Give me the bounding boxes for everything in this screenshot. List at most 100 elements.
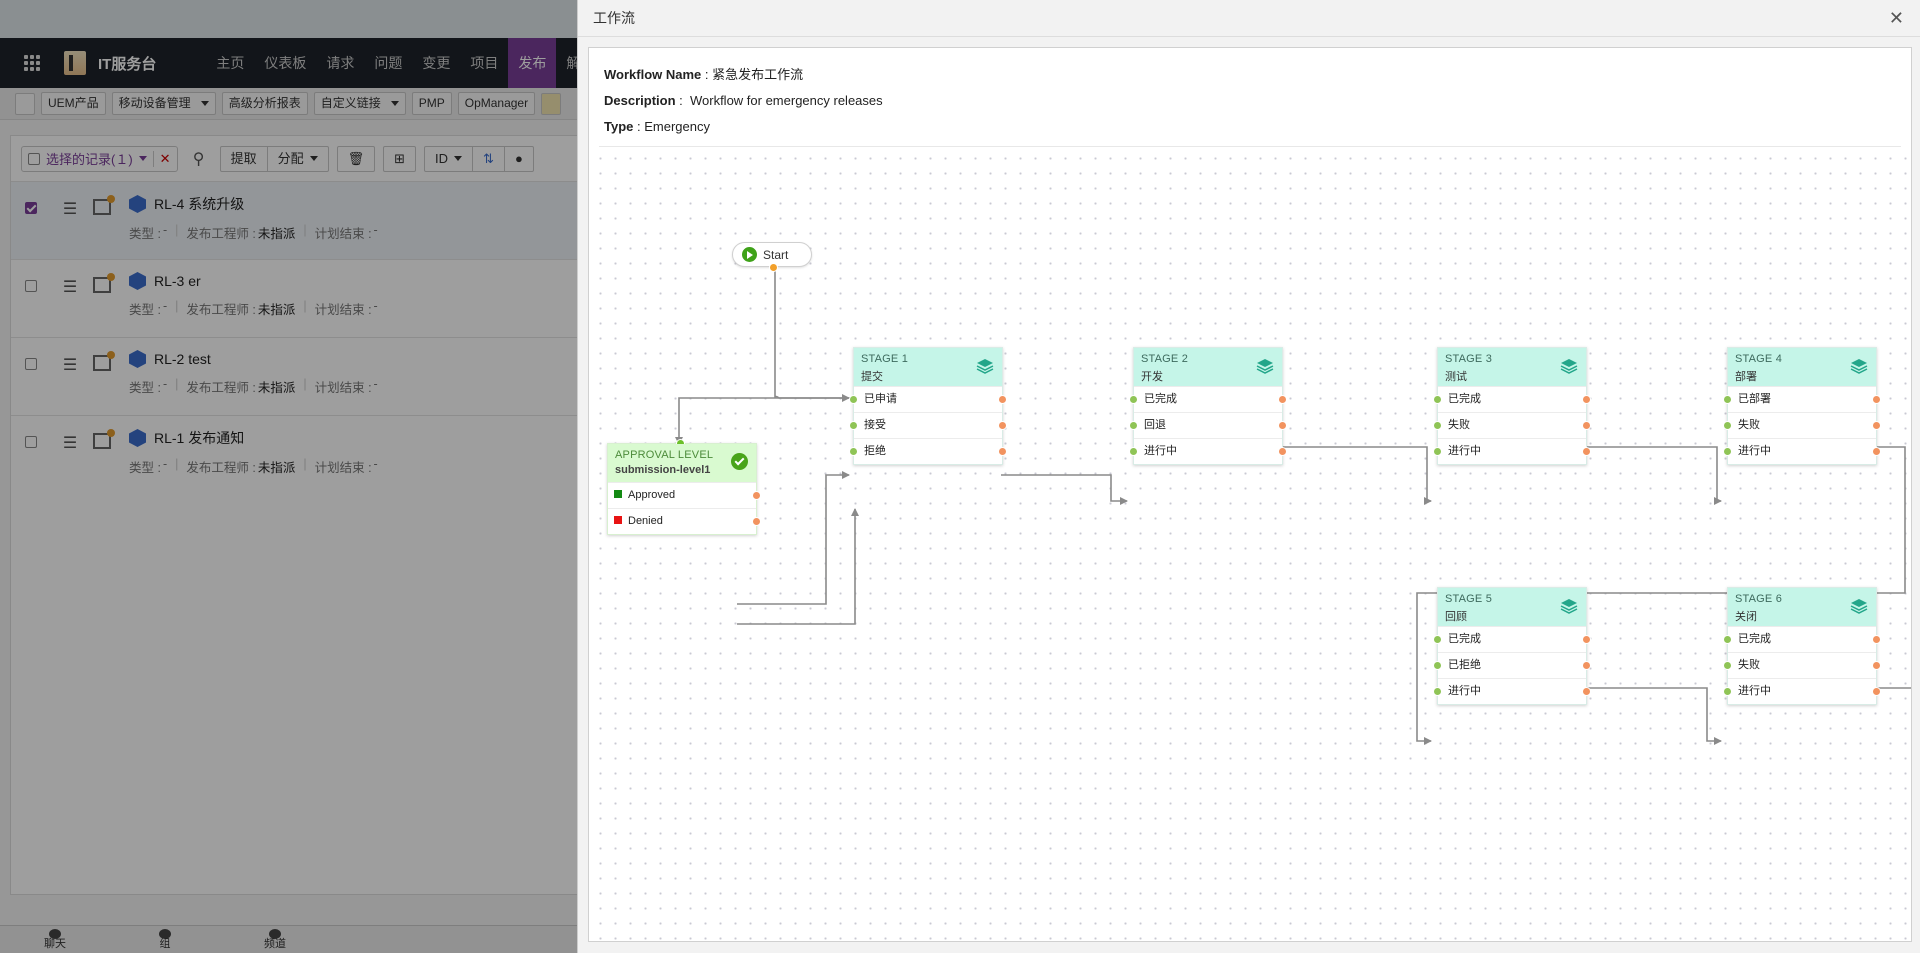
color-legend-icon[interactable]: ●: [514, 150, 523, 166]
sort-field-dropdown[interactable]: ID: [425, 146, 474, 171]
input-pin[interactable]: [1723, 635, 1732, 644]
output-pin[interactable]: [998, 395, 1007, 404]
nav-changes[interactable]: 变更: [422, 55, 451, 71]
workflow-icon[interactable]: [93, 195, 115, 215]
delete-button[interactable]: 🗑: [336, 145, 376, 172]
output-pin[interactable]: [1582, 421, 1591, 430]
row-checkbox[interactable]: [25, 202, 37, 214]
input-pin[interactable]: [1433, 421, 1442, 430]
chat-button[interactable]: 聊天: [0, 926, 110, 953]
link-custom[interactable]: 自定义链接: [313, 92, 406, 115]
sort-order-icon[interactable]: ⇅: [473, 146, 505, 171]
menu-icon[interactable]: ☰: [62, 201, 78, 218]
menu-icon[interactable]: ☰: [62, 357, 78, 374]
output-pin[interactable]: [1582, 447, 1591, 456]
output-pin[interactable]: [1582, 687, 1591, 696]
workflow-canvas[interactable]: Start APPROVAL LEVEL submission-level1 A…: [589, 147, 1911, 941]
input-pin[interactable]: [1433, 687, 1442, 696]
input-pin[interactable]: [1723, 447, 1732, 456]
workflow-icon[interactable]: [93, 351, 115, 371]
output-pin[interactable]: [1872, 687, 1881, 696]
close-icon[interactable]: ✕: [1888, 7, 1904, 28]
input-pin[interactable]: [1433, 661, 1442, 670]
pickup-button[interactable]: 提取: [221, 146, 268, 171]
output-pin[interactable]: [1872, 395, 1881, 404]
input-pin[interactable]: [1723, 395, 1732, 404]
input-pin[interactable]: [1723, 661, 1732, 670]
workflow-icon[interactable]: [93, 429, 115, 449]
nav-projects[interactable]: 项目: [470, 55, 499, 71]
start-node[interactable]: Start: [732, 242, 812, 272]
column-chooser-button[interactable]: ⊞: [383, 145, 417, 172]
link-opmanager[interactable]: OpManager: [457, 92, 536, 115]
nav-releases[interactable]: 发布: [508, 38, 557, 88]
input-pin[interactable]: [1723, 421, 1732, 430]
output-pin[interactable]: [1278, 395, 1287, 404]
output-pin[interactable]: [998, 447, 1007, 456]
input-pin[interactable]: [1129, 447, 1138, 456]
input-pin[interactable]: [849, 447, 858, 456]
output-pin[interactable]: [1582, 635, 1591, 644]
input-pin[interactable]: [1129, 421, 1138, 430]
select-all-checkbox[interactable]: [28, 152, 40, 165]
output-pin[interactable]: [998, 421, 1007, 430]
output-pin[interactable]: [769, 263, 778, 272]
record-title[interactable]: RL-2 test: [154, 351, 211, 367]
output-pin[interactable]: [752, 517, 761, 526]
input-pin[interactable]: [1433, 447, 1442, 456]
workflow-icon[interactable]: [93, 273, 115, 293]
input-pin[interactable]: [1129, 395, 1138, 404]
row-checkbox[interactable]: [25, 280, 37, 292]
approval-node[interactable]: APPROVAL LEVEL submission-level1 Approve…: [607, 439, 761, 535]
clear-selection-icon[interactable]: ✕: [152, 150, 171, 167]
menu-icon[interactable]: ☰: [62, 435, 78, 452]
record-row[interactable]: ☰ RL-1 发布通知 类型 :- | 发布工程师 :未指派 | 计划结束 :-: [11, 416, 609, 494]
nav-requests[interactable]: 请求: [326, 55, 355, 71]
row-checkbox[interactable]: [25, 358, 37, 370]
input-pin[interactable]: [1723, 687, 1732, 696]
record-row[interactable]: ☰ RL-3 er 类型 :- | 发布工程师 :未指派 | 计划结束 :-: [11, 260, 609, 338]
link-analytics[interactable]: 高级分析报表: [221, 92, 308, 115]
groups-button[interactable]: 组: [110, 926, 220, 953]
record-title[interactable]: RL-3 er: [154, 273, 201, 289]
new-document-icon[interactable]: [15, 92, 35, 115]
record-row[interactable]: ☰ RL-2 test 类型 :- | 发布工程师 :未指派 | 计划结束 :-: [11, 338, 609, 416]
input-pin[interactable]: [1433, 635, 1442, 644]
output-pin[interactable]: [1872, 447, 1881, 456]
nav-problems[interactable]: 问题: [374, 55, 403, 71]
row-checkbox[interactable]: [25, 436, 37, 448]
assign-button[interactable]: 分配: [268, 147, 328, 171]
search-icon[interactable]: ⚲: [192, 150, 205, 168]
output-pin[interactable]: [1872, 635, 1881, 644]
app-grid-icon[interactable]: [0, 55, 64, 71]
nav-home[interactable]: 主页: [216, 55, 245, 71]
input-pin[interactable]: [1433, 395, 1442, 404]
output-pin[interactable]: [1582, 395, 1591, 404]
input-pin[interactable]: [849, 395, 858, 404]
record-title[interactable]: RL-4 系统升级: [154, 196, 245, 212]
input-pin[interactable]: [849, 421, 858, 430]
output-pin[interactable]: [1582, 661, 1591, 670]
selected-records-dropdown[interactable]: 选择的记录(１) ✕: [21, 145, 178, 172]
link-mdm[interactable]: 移动设备管理: [111, 92, 216, 115]
output-pin[interactable]: [1278, 447, 1287, 456]
record-row[interactable]: ☰ RL-4 系统升级 类型 :- | 发布工程师 :未指派 | 计划结束 :-: [11, 182, 609, 260]
menu-icon[interactable]: ☰: [62, 279, 78, 296]
link-uem[interactable]: UEM产品: [41, 92, 106, 115]
record-title[interactable]: RL-1 发布通知: [154, 430, 245, 446]
nav-dashboard[interactable]: 仪表板: [264, 55, 307, 71]
output-pin[interactable]: [1872, 421, 1881, 430]
output-pin[interactable]: [752, 491, 761, 500]
modal-backdrop[interactable]: [0, 0, 577, 953]
output-pin[interactable]: [1872, 661, 1881, 670]
output-pin[interactable]: [1278, 421, 1287, 430]
link-pmp[interactable]: PMP: [411, 92, 452, 115]
clipboard-icon[interactable]: [541, 92, 562, 115]
channels-button[interactable]: 频道: [220, 926, 330, 953]
